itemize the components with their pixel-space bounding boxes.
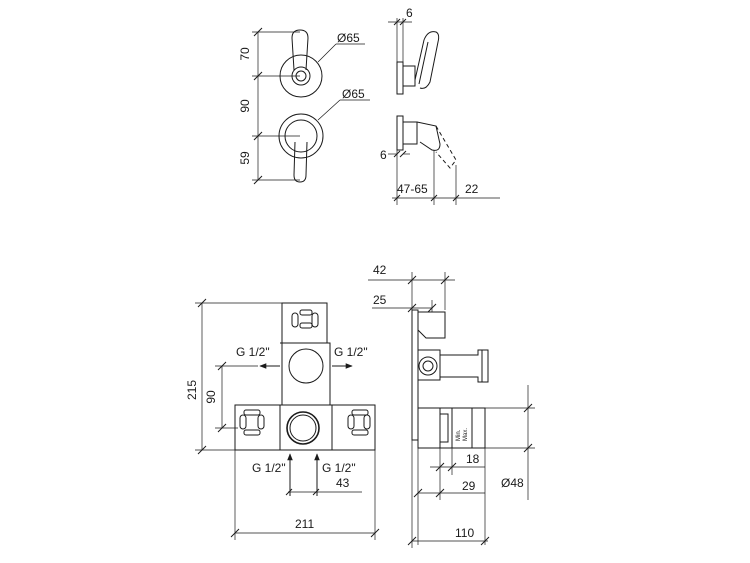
- dim-top-offset: 42: [373, 263, 387, 277]
- dim-total-depth: 110: [455, 526, 474, 540]
- dim-upper-height: 70: [238, 47, 252, 61]
- lower-outlet: [286, 411, 320, 445]
- dim-inner-29: 29: [462, 479, 476, 493]
- lower-lever: [293, 141, 308, 183]
- lower-escutcheon: [278, 113, 324, 159]
- dim-second-offset: 25: [373, 293, 387, 307]
- dim-middle-height: 90: [238, 99, 252, 113]
- dim-port-spacing: 90: [204, 390, 218, 404]
- dim-total-height: 215: [185, 380, 199, 400]
- body-column: [280, 342, 331, 406]
- dim-bottom-plate: 6: [380, 148, 387, 162]
- label-max: Max.: [463, 428, 469, 441]
- top-front-view: 70 90 59 Ø65 Ø65: [238, 27, 370, 185]
- upper-outlet-side: [418, 356, 438, 376]
- upper-lever: [291, 29, 309, 71]
- bottom-front-view: 215 90 G 1/2": [185, 298, 380, 540]
- dim-lower-port-spacing: 43: [336, 476, 350, 490]
- dim-lower-diameter: Ø65: [342, 87, 365, 101]
- dim-inner-18: 18: [466, 452, 480, 466]
- dim-diameter: Ø48: [501, 476, 524, 490]
- upper-lever-side: [414, 31, 440, 89]
- dim-lever-offset: 22: [465, 182, 479, 196]
- dim-lower-height: 59: [238, 151, 252, 165]
- dim-top-plate: 6: [406, 6, 413, 20]
- label-upper-left-port: G 1/2": [236, 345, 270, 359]
- lower-lever-side: [416, 121, 441, 151]
- label-lower-left-port: G 1/2": [252, 461, 286, 475]
- bottom-side-view: 42 25 Min. Max. Ø48: [368, 263, 535, 548]
- upper-escutcheon: [279, 54, 323, 98]
- dim-upper-diameter: Ø65: [337, 31, 360, 45]
- top-side-view: 6 6 47-65 22: [380, 6, 500, 205]
- dim-depth-range: 47-65: [397, 182, 428, 196]
- label-upper-right-port: G 1/2": [334, 345, 368, 359]
- label-min: Min.: [456, 429, 462, 441]
- upper-outlet: [288, 348, 324, 384]
- dim-total-width: 211: [295, 517, 314, 531]
- label-lower-right-port: G 1/2": [322, 461, 356, 475]
